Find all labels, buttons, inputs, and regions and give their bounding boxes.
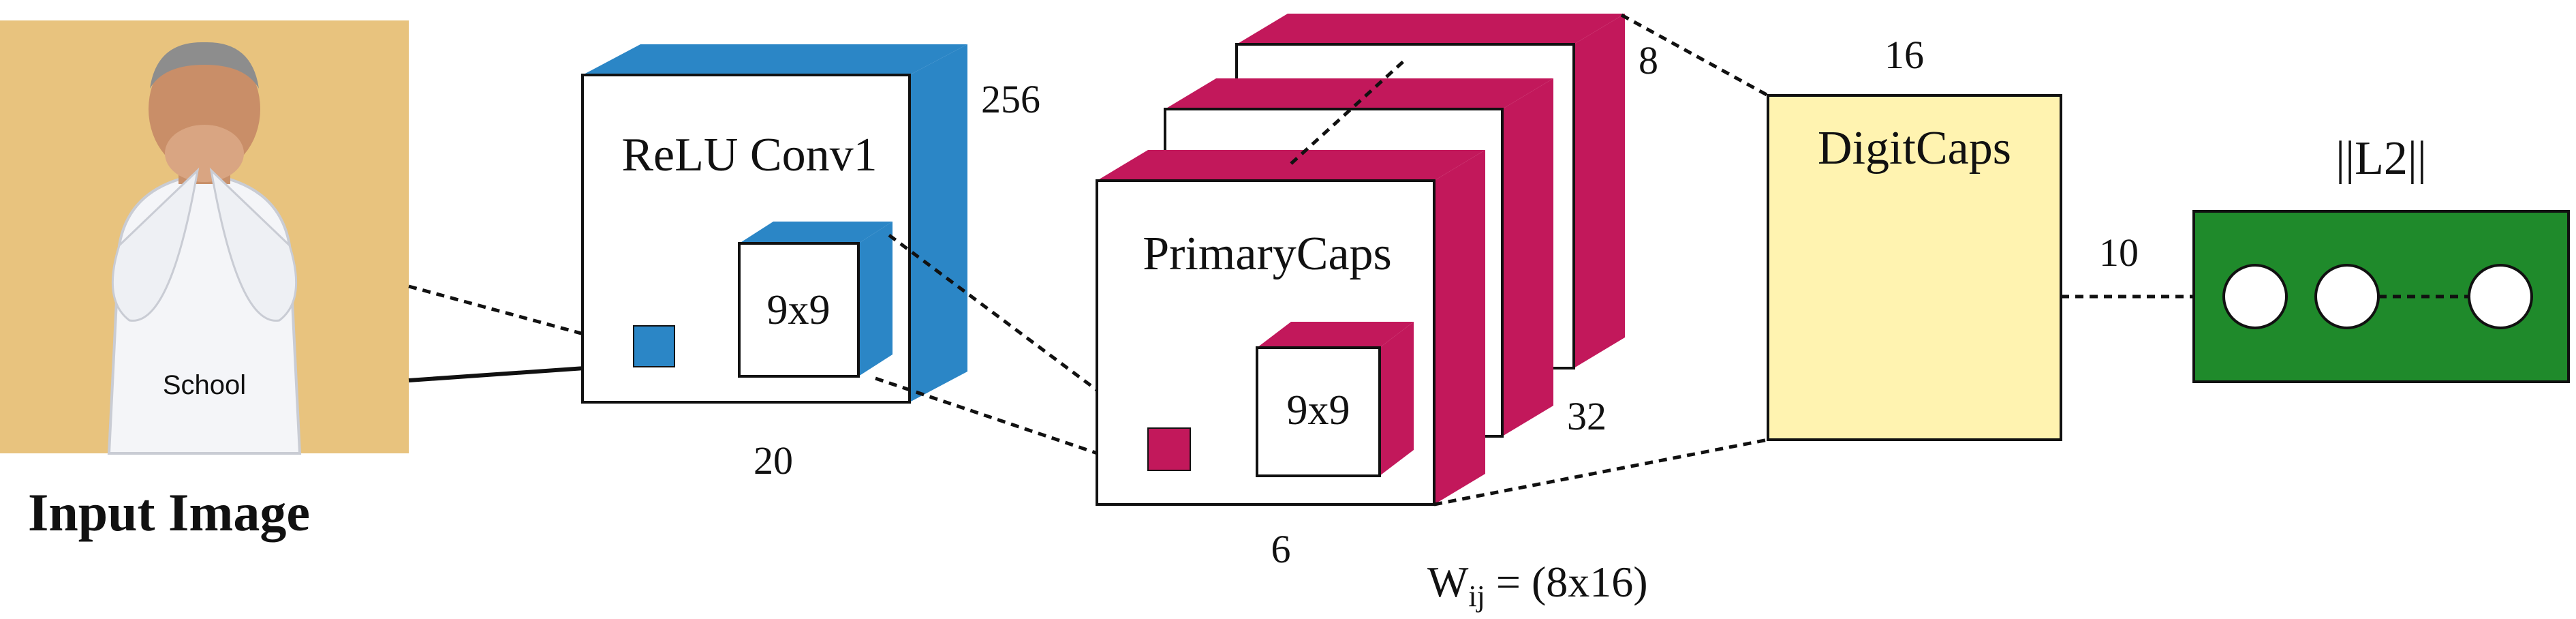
conv1-kernel-label: 9x9 bbox=[767, 287, 831, 333]
weights-rest: = (8x16) bbox=[1485, 558, 1648, 606]
conv1-kernel-side bbox=[858, 222, 893, 376]
primarycaps-input-patch bbox=[1147, 427, 1191, 471]
conv1-block bbox=[581, 44, 967, 404]
input-image-caption: Input Image bbox=[28, 483, 310, 542]
primarycaps-kernel-label: 9x9 bbox=[1287, 387, 1350, 434]
conv1-top-face bbox=[583, 44, 967, 75]
primarycaps-kernel-top bbox=[1257, 322, 1414, 348]
conv1-input-patch bbox=[633, 325, 675, 367]
shirt-text: School bbox=[163, 370, 246, 400]
l2-title: ||L2|| bbox=[2336, 132, 2427, 185]
primarycaps-size-label: 6 bbox=[1271, 527, 1291, 571]
conv1-size-label: 20 bbox=[754, 438, 793, 483]
primarycaps-stack bbox=[1096, 14, 1625, 506]
digitcaps-title: DigitCaps bbox=[1818, 122, 2011, 175]
primarycaps-front-side bbox=[1434, 150, 1485, 504]
primarycaps-title: PrimaryCaps bbox=[1143, 228, 1392, 280]
digitcaps-side-label: 10 bbox=[2099, 230, 2139, 275]
conv1-depth-label: 256 bbox=[981, 77, 1040, 121]
conv1-kernel-front bbox=[738, 242, 860, 378]
primarycaps-depth-label: 8 bbox=[1639, 38, 1658, 82]
primarycaps-back-side bbox=[1574, 14, 1625, 368]
input-image-panel: School bbox=[0, 20, 409, 455]
weights-label: Wij = (8x16) bbox=[1427, 558, 1648, 613]
digitcaps-block bbox=[1767, 94, 2062, 441]
primarycaps-count-label: 32 bbox=[1567, 394, 1607, 438]
conv1-kernel-top bbox=[739, 222, 893, 243]
conv1-to-primary-dash-bottom bbox=[875, 376, 1149, 472]
conv1-side-face bbox=[910, 44, 967, 402]
weights-main: W bbox=[1427, 558, 1469, 606]
primarycaps-front-top bbox=[1097, 150, 1485, 181]
l2-node-1 bbox=[2222, 264, 2288, 329]
l2-node-2 bbox=[2314, 264, 2380, 329]
primarycaps-kernel-side bbox=[1380, 322, 1414, 476]
primarycaps-back-top bbox=[1237, 14, 1625, 44]
primarycaps-kernel-front bbox=[1256, 346, 1381, 477]
weights-subscript: ij bbox=[1468, 579, 1485, 613]
l2-node-3 bbox=[2468, 264, 2533, 329]
primarycaps-depth-dashed bbox=[1290, 60, 1405, 165]
input-to-conv1-dashed bbox=[408, 284, 634, 350]
conv1-title: ReLU Conv1 bbox=[621, 129, 877, 181]
primarycaps-mid-side bbox=[1502, 78, 1553, 436]
primarycaps-mid-top bbox=[1165, 78, 1553, 109]
person-figure bbox=[107, 42, 302, 455]
digitcaps-top-label: 16 bbox=[1884, 33, 1924, 77]
conv1-to-primary-dash-top bbox=[888, 233, 1149, 430]
